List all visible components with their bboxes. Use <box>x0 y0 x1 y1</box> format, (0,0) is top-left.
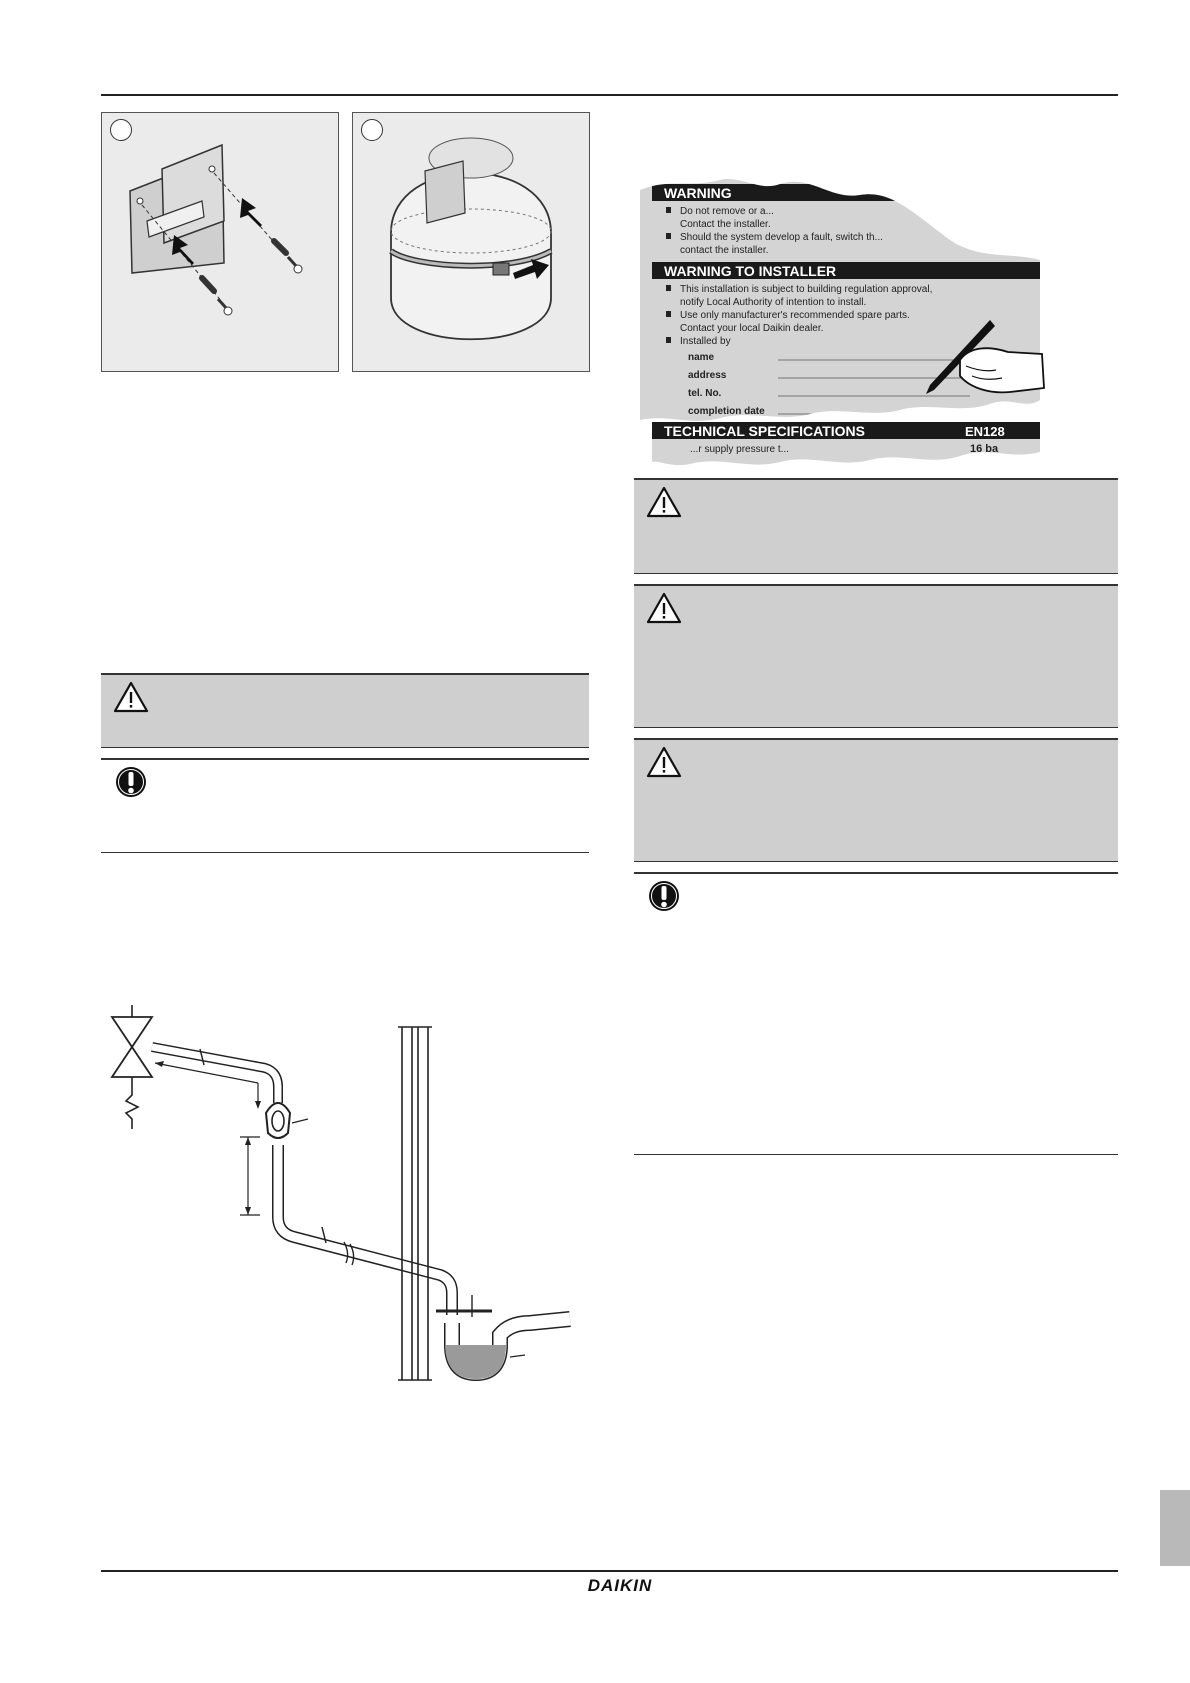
daikin-logo: DAIKIN <box>587 1576 653 1595</box>
warning-triangle-icon <box>646 486 682 518</box>
figure-bracket-mounting <box>101 112 339 372</box>
label-warning-item: Contact the installer. <box>680 219 771 230</box>
notice-note-left <box>101 758 589 853</box>
label-warning-item: Do not remove or a... <box>680 206 774 217</box>
label-warning-heading: WARNING <box>664 185 732 201</box>
warning-triangle-icon <box>646 746 682 778</box>
label-field-tel: tel. No. <box>688 388 722 399</box>
installer-label-illustration: WARNING Do not remove or a... Contact th… <box>640 179 1045 466</box>
warning-note-right-1 <box>634 478 1118 574</box>
figure-vessel-strap <box>352 112 590 372</box>
figure-step-marker <box>361 119 383 141</box>
label-specs-heading: TECHNICAL SPECIFICATIONS <box>664 423 865 439</box>
label-warning-item: contact the installer. <box>680 245 768 256</box>
drain-pipe-diagram <box>110 1005 571 1382</box>
label-installer-item: notify Local Authority of intention to i… <box>680 297 866 308</box>
header-rule <box>101 94 1118 96</box>
notice-note-right <box>634 872 1118 1155</box>
label-installer-item: Use only manufacturer's recommended spar… <box>680 310 910 321</box>
warning-triangle-icon <box>646 592 682 624</box>
warning-triangle-icon <box>113 681 149 713</box>
label-field-completion-date: completion date <box>688 406 765 417</box>
hand-with-pen-icon <box>926 320 1045 394</box>
footer-rule <box>101 1570 1118 1572</box>
label-installer-item: Contact your local Daikin dealer. <box>680 323 823 334</box>
figure-step-marker <box>110 119 132 141</box>
label-specs-row: ...r supply pressure t... <box>690 444 789 455</box>
label-installer-item: Installed by <box>680 336 731 347</box>
label-specs-heading-bar <box>652 422 1040 439</box>
label-installer-item: This installation is subject to building… <box>680 284 932 295</box>
label-specs-value: 16 ba <box>970 443 999 455</box>
side-language-tab <box>1160 1490 1190 1566</box>
exclamation-circle-icon <box>649 881 679 911</box>
warning-note-left <box>101 673 589 748</box>
vessel-illustration <box>389 137 553 341</box>
label-warning-item: Should the system develop a fault, switc… <box>680 232 883 243</box>
label-installer-heading: WARNING TO INSTALLER <box>664 263 836 279</box>
label-field-name: name <box>688 352 715 363</box>
warning-note-right-2 <box>634 584 1118 728</box>
bracket-illustration <box>129 143 303 316</box>
label-specs-code: EN128 <box>965 424 1005 439</box>
exclamation-circle-icon <box>116 767 146 797</box>
label-field-address: address <box>688 370 727 381</box>
label-installer-heading-bar <box>652 262 1040 279</box>
warning-note-right-3 <box>634 738 1118 862</box>
